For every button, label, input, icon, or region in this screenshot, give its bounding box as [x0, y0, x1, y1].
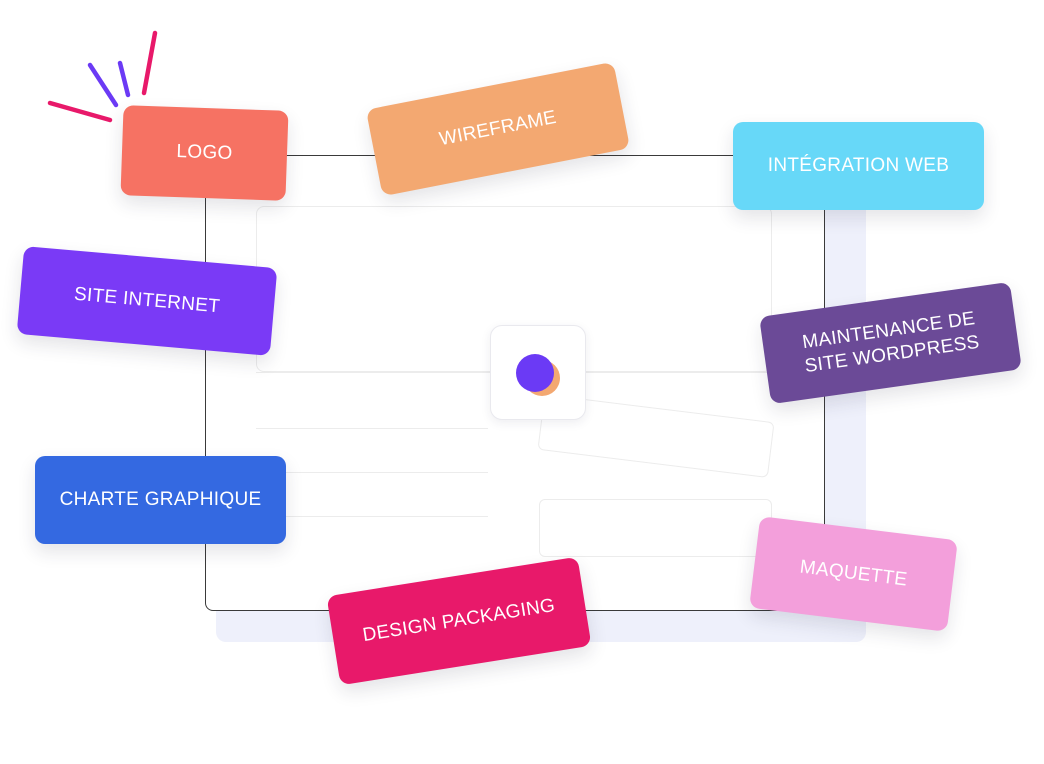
- tag-charte-graphique: CHARTE GRAPHIQUE: [35, 456, 286, 544]
- text-line-placeholder: [256, 516, 488, 517]
- spark-line-pink: [47, 100, 113, 123]
- tag-logo: LOGO: [120, 105, 289, 201]
- spark-line-blue: [117, 60, 131, 98]
- card-placeholder: [539, 499, 772, 557]
- spark-burst-icon: [47, 30, 158, 123]
- purple-circle-icon: [516, 354, 554, 392]
- tag-integration-web: INTÉGRATION WEB: [733, 122, 984, 210]
- text-line-placeholder: [256, 472, 488, 473]
- center-logo-tile: [490, 325, 586, 420]
- spark-line-pink: [141, 30, 158, 96]
- text-line-placeholder: [256, 428, 488, 429]
- spark-line-blue: [87, 62, 119, 108]
